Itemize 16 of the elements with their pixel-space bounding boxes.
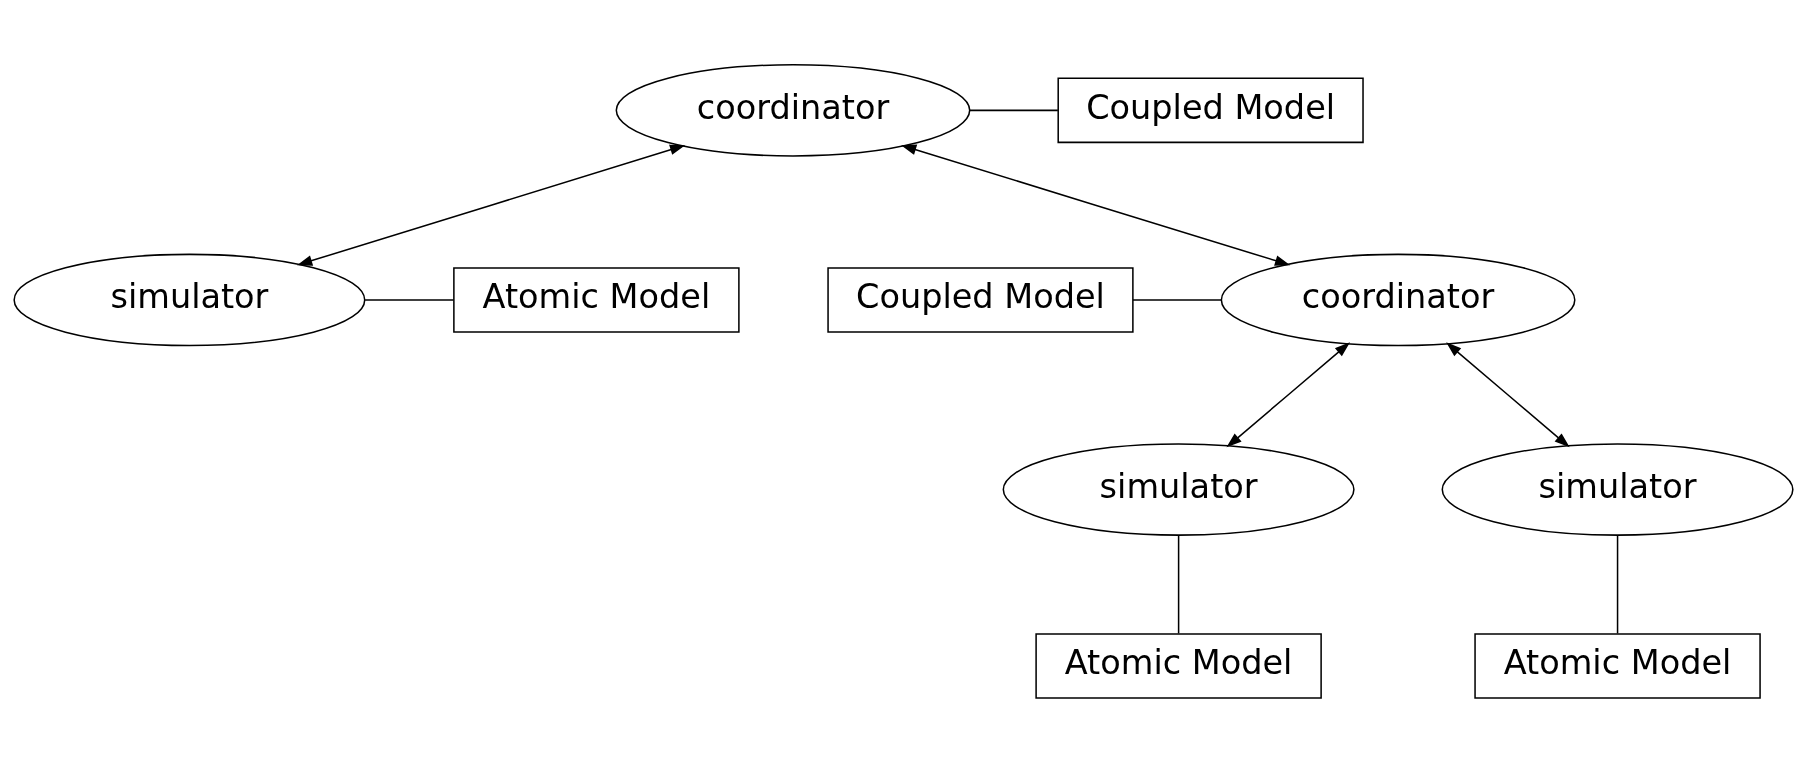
arrow xyxy=(1446,341,1570,447)
node-ellipse: simulator xyxy=(1002,442,1355,536)
node-box: Coupled Model xyxy=(1057,77,1364,143)
connector xyxy=(364,298,455,301)
node-box: Coupled Model xyxy=(827,266,1134,333)
node-box: Atomic Model xyxy=(453,266,740,333)
connector xyxy=(1132,298,1222,301)
arrow xyxy=(1226,341,1351,447)
node-box: Atomic Model xyxy=(1035,632,1322,699)
connector xyxy=(1177,534,1180,634)
node-box: Atomic Model xyxy=(1474,632,1761,699)
node-ellipse: simulator xyxy=(1441,442,1794,536)
arrow xyxy=(901,144,1291,266)
connector xyxy=(1616,534,1619,634)
connector xyxy=(969,109,1059,111)
arrow xyxy=(297,144,686,266)
